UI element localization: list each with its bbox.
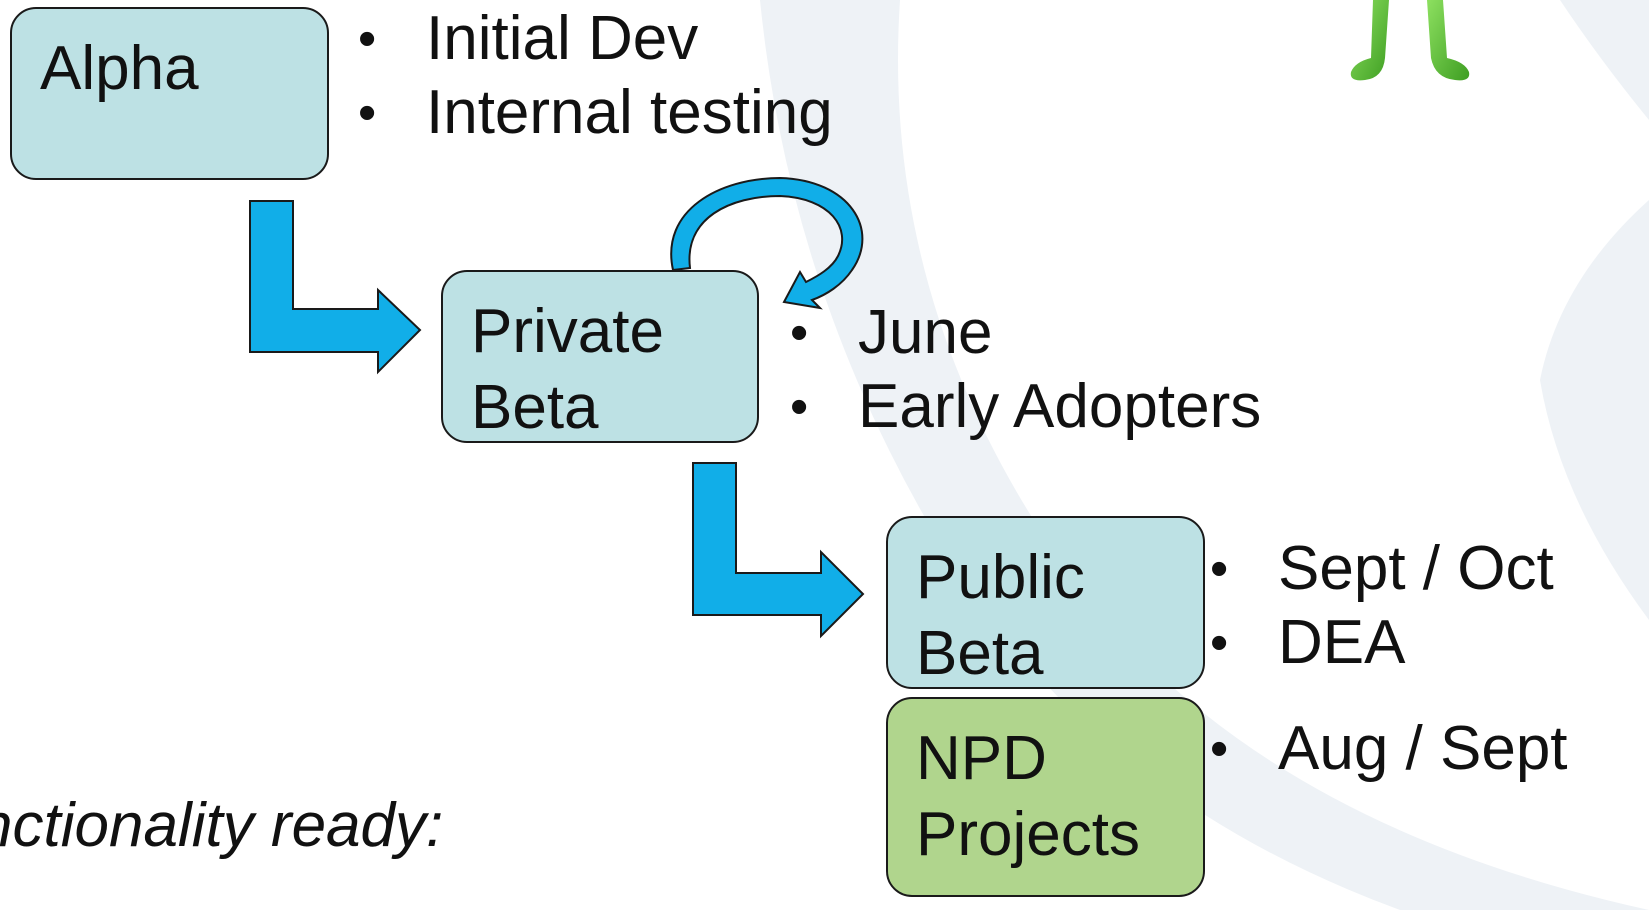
bullet-dot-icon: • [358, 10, 377, 68]
stage-box-private-beta: Private Beta [441, 270, 759, 443]
bullet-item: •June [790, 296, 1261, 370]
stage-box-public-beta: Public Beta [886, 516, 1205, 689]
stage-label-private-line1: Private [471, 297, 664, 366]
stage-label-npd-line1: NPD [916, 724, 1047, 793]
stage-label-npd-line2: Projects [916, 800, 1140, 869]
stage-box-alpha: Alpha [10, 7, 329, 180]
bullet-item: •Sept / Oct [1210, 532, 1554, 606]
bullet-dot-icon: • [1210, 540, 1229, 598]
stage-label-public-line2: Beta [916, 619, 1044, 688]
bullets-private-beta: •June •Early Adopters [790, 296, 1261, 444]
bullet-dot-icon: • [790, 378, 809, 436]
bullet-item: •DEA [1210, 606, 1554, 680]
bullet-item: •Internal testing [358, 76, 833, 150]
footer-text: nctionality ready: [0, 791, 444, 860]
bullet-dot-icon: • [1210, 720, 1229, 778]
bullet-dot-icon: • [790, 304, 809, 362]
bullet-dot-icon: • [358, 84, 377, 142]
bullets-npd-projects: •Aug / Sept [1210, 712, 1568, 786]
stage-label-alpha: Alpha [40, 34, 199, 103]
stage-label-private-line2: Beta [471, 373, 599, 442]
stage-box-npd-projects: NPD Projects [886, 697, 1205, 897]
bullet-dot-icon: • [1210, 614, 1229, 672]
bullet-item: •Aug / Sept [1210, 712, 1568, 786]
bullets-public-beta: •Sept / Oct •DEA [1210, 532, 1554, 680]
stage-label-public-line1: Public [916, 543, 1085, 612]
bullet-item: •Initial Dev [358, 2, 833, 76]
bullet-item: •Early Adopters [790, 370, 1261, 444]
bullets-alpha: •Initial Dev •Internal testing [358, 2, 833, 150]
green-figure-icon [1350, 0, 1470, 81]
